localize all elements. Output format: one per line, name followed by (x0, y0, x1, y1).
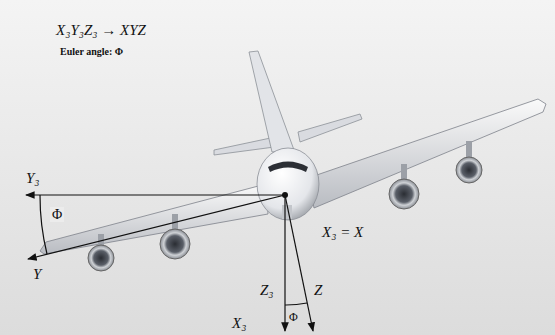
engine (160, 229, 190, 259)
engine (456, 157, 482, 183)
right-wing (308, 99, 546, 208)
engine (88, 245, 114, 271)
angle-arc (40, 195, 47, 254)
y3-axis (26, 194, 285, 195)
engine (389, 179, 419, 209)
angle-label: Φ (289, 311, 298, 324)
tail-fin (249, 51, 294, 152)
axis-label: Z₃ (260, 282, 274, 299)
cockpit-window (268, 162, 308, 173)
origin-dot (282, 192, 288, 198)
axis-label: Z (314, 282, 322, 299)
angle-arc (285, 303, 307, 305)
z-axis (285, 195, 313, 331)
axis-label: X₃ = X (322, 224, 363, 241)
stabilizer (298, 114, 362, 142)
pylon (466, 141, 472, 157)
axis-label: Y₃ (26, 170, 40, 187)
angle-label: Φ (50, 207, 64, 222)
axis-label: Y (33, 266, 41, 283)
euler-angle-note: Euler angle: Φ (60, 46, 123, 57)
axes (26, 195, 313, 331)
transform-label: X₃Y₃Z₃ → XYZ (56, 22, 146, 39)
z3-axis (284, 195, 285, 331)
y-axis (28, 195, 285, 259)
axis-label: X₃ (232, 315, 246, 332)
